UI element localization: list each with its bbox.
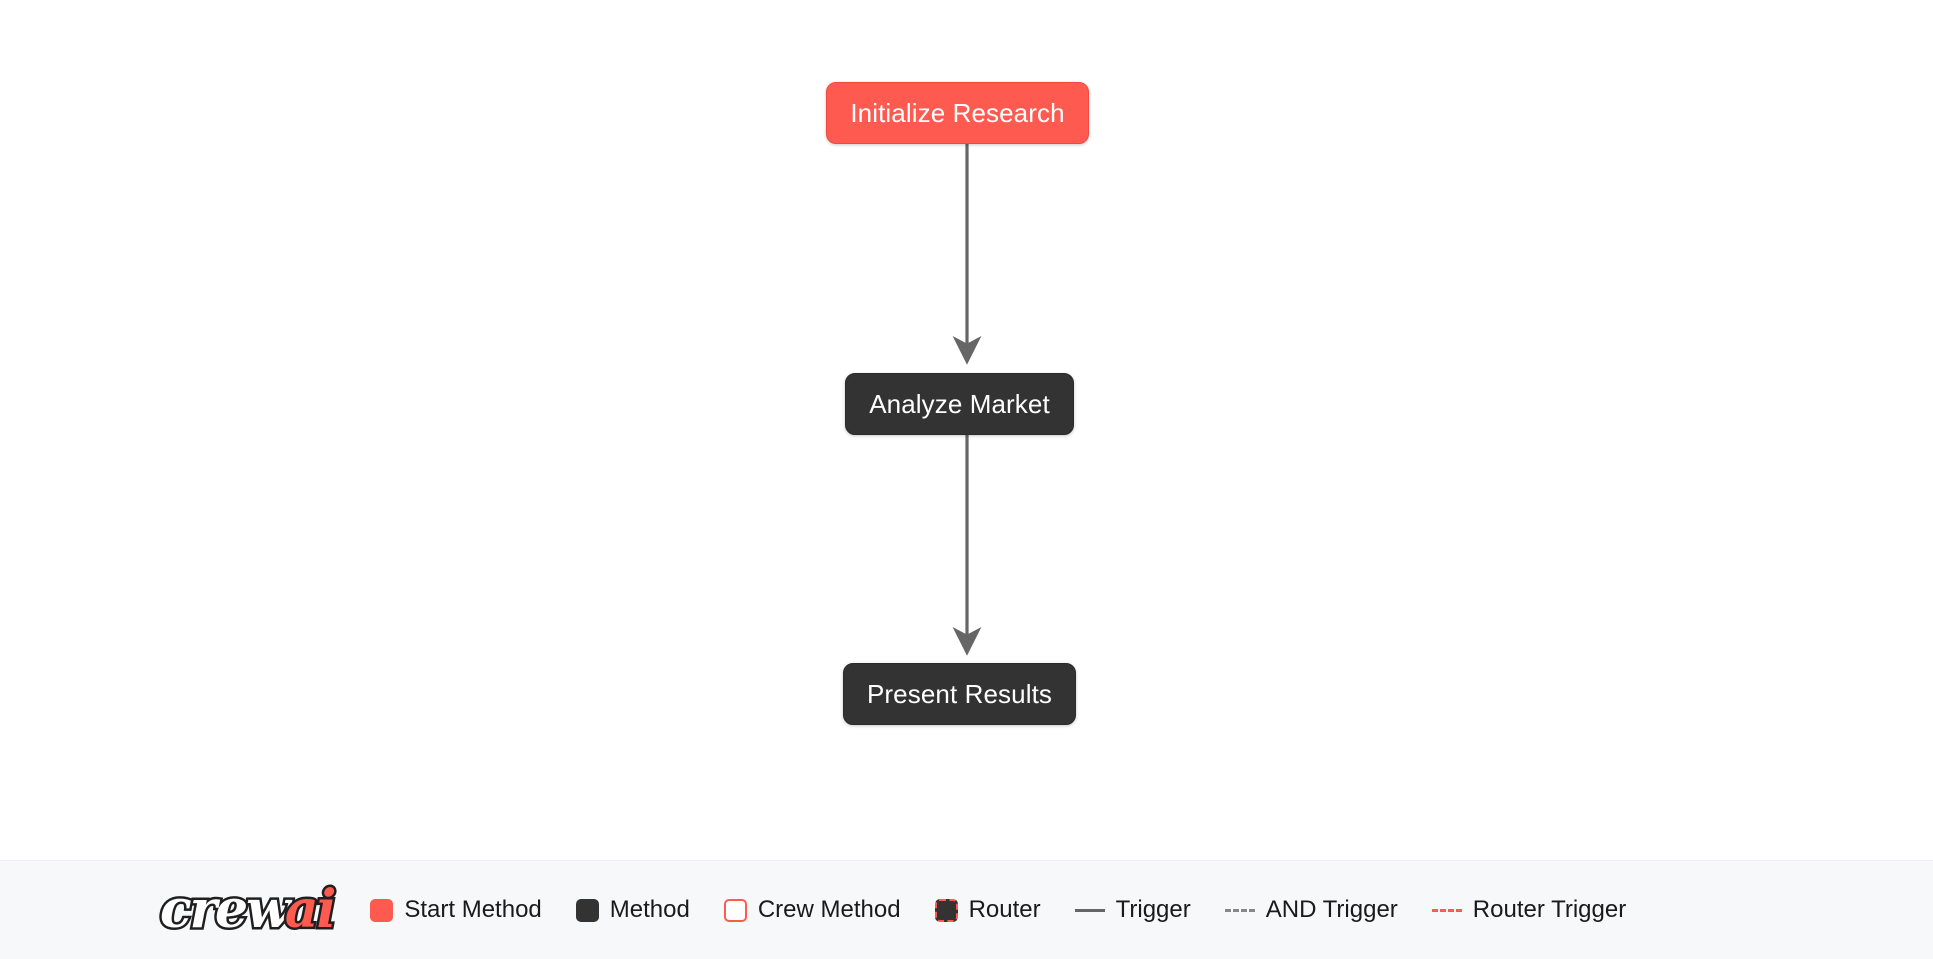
legend-item-label: Router: [968, 896, 1041, 923]
legend-item-router-trigger: Router Trigger: [1431, 896, 1627, 923]
flow-node-label: Present Results: [866, 679, 1053, 709]
crew-method-swatch-icon: [723, 898, 747, 922]
flow-node-present-results[interactable]: Present Results: [843, 663, 1076, 725]
start-method-swatch-icon: [370, 898, 394, 922]
flow-node-initialize-research[interactable]: Initialize Research: [826, 82, 1089, 144]
legend-item-label: Method: [609, 896, 690, 923]
crewai-logo-ai-text: ai: [282, 879, 339, 940]
trigger-line-icon: [1074, 908, 1105, 912]
method-swatch-icon: [575, 898, 599, 922]
flow-node-label: Initialize Research: [850, 98, 1065, 128]
legend-item-label: Crew Method: [757, 896, 901, 923]
router-trigger-line-icon: [1431, 908, 1462, 912]
legend-item-crew-method: Crew Method: [723, 896, 901, 923]
legend-item-trigger: Trigger: [1074, 896, 1191, 923]
flow-canvas[interactable]: Initialize Research Analyze Market Prese…: [0, 0, 1933, 860]
flow-node-label: Analyze Market: [869, 389, 1050, 419]
legend-item-router: Router: [934, 896, 1041, 923]
legend-item-label: Trigger: [1115, 896, 1191, 923]
legend-item-label: Router Trigger: [1472, 896, 1627, 923]
legend-item-and-trigger: AND Trigger: [1224, 896, 1398, 923]
and-trigger-line-icon: [1224, 908, 1255, 912]
legend-item-label: Start Method: [404, 896, 542, 923]
legend-item-label: AND Trigger: [1265, 896, 1398, 923]
flow-node-analyze-market[interactable]: Analyze Market: [845, 373, 1074, 435]
legend-item-method: Method: [575, 896, 690, 923]
router-swatch-icon: [934, 898, 958, 922]
legend-item-start-method: Start Method: [370, 896, 542, 923]
crewai-logo-crew-text: crew: [158, 879, 294, 940]
